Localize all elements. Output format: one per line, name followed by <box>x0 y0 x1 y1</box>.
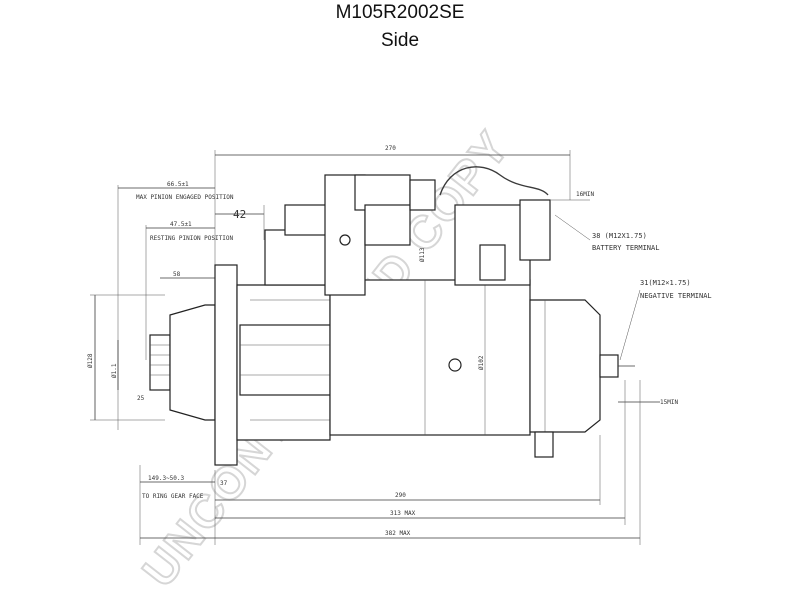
dim-flange-dia: Ø128 Ø1.1 25 <box>87 294 165 421</box>
battery-terminal-value: 38 (M12X1.75) <box>592 232 647 240</box>
dim-66-5: 66.5±1 <box>167 181 189 188</box>
dim-15min: 15MIN <box>660 399 678 406</box>
dim-42-text: 42 <box>233 208 246 221</box>
dim-flange-dia-text: Ø128 <box>87 353 94 368</box>
dim-16min: 16MIN <box>576 191 594 198</box>
view-subtitle: Side <box>380 30 420 51</box>
dim-58-text: 58 <box>173 271 181 278</box>
negative-terminal-value: 31(M12×1.75) <box>640 279 691 287</box>
negative-terminal-label: NEGATIVE TERMINAL <box>640 292 712 300</box>
label-max-pinion: MAX PINION ENGAGED POSITION <box>136 194 234 201</box>
dim-37: 37 <box>220 480 228 487</box>
dim-bottom: 149.3~50.3 TO RING GEAR FACE 37 290 313 … <box>139 380 641 545</box>
dim-resting-pinion: 47.5±1 RESTING PINION POSITION <box>145 221 233 360</box>
dim-terminal-dia: Ø113 <box>419 247 426 262</box>
dim-pinion-travel: 149.3~50.3 <box>148 475 185 482</box>
part-number-title: M105R2002SE <box>335 2 465 23</box>
battery-terminal-label: BATTERY TERMINAL <box>592 244 659 252</box>
starter-body <box>149 166 635 466</box>
label-resting-pinion: RESTING PINION POSITION <box>150 235 233 242</box>
dim-313: 313 MAX <box>390 510 416 517</box>
dim-42: 42 <box>215 205 265 240</box>
dim-382: 382 MAX <box>385 530 411 537</box>
dim-290: 290 <box>395 492 406 499</box>
dim-battery-terminal: 16MIN 38 (M12X1.75) BATTERY TERMINAL Ø11… <box>419 191 659 262</box>
dim-58: 58 <box>160 271 216 279</box>
dim-body-dia: Ø102 <box>478 355 485 370</box>
dim-47-5: 47.5±1 <box>170 221 192 228</box>
dim-pinion-dia-text: Ø1.1 <box>111 363 118 378</box>
dim-overall-top: 270 <box>214 145 571 270</box>
dim-270: 270 <box>385 145 396 152</box>
dim-25: 25 <box>137 395 145 402</box>
label-ring-gear: TO RING GEAR FACE <box>142 493 204 500</box>
